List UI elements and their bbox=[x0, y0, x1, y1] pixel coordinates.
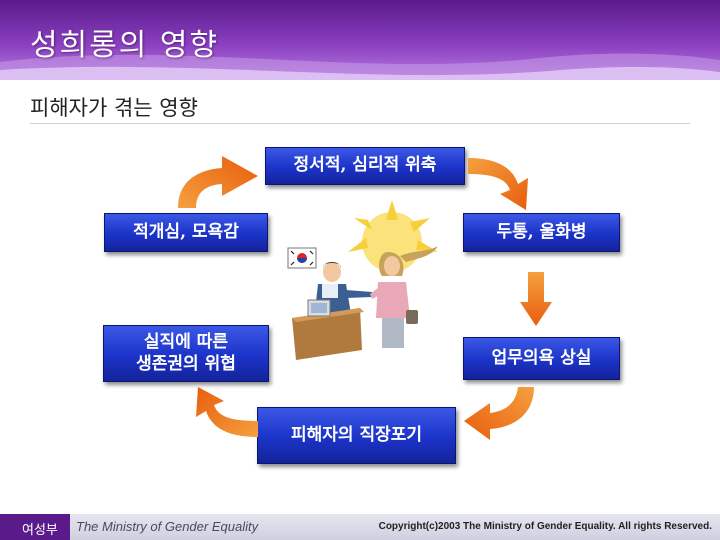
arrow-down-icon bbox=[520, 272, 552, 326]
handshake-illustration bbox=[287, 200, 438, 360]
divider bbox=[30, 123, 690, 124]
desk-icon bbox=[292, 299, 364, 360]
page-subtitle: 피해자가 겪는 영향 bbox=[30, 96, 198, 120]
footer-org-korean: 여성부 bbox=[22, 523, 58, 538]
woman-figure-icon bbox=[370, 246, 438, 348]
footer-bar: 여성부 The Ministry of Gender Equality Copy… bbox=[0, 514, 720, 540]
cycle-box-top: 정서적, 심리적 위축 bbox=[265, 147, 465, 185]
header-band: 성희롱의 영향 bbox=[0, 0, 720, 80]
footer-logo-block bbox=[0, 514, 70, 540]
arrow-up-left-icon bbox=[196, 387, 258, 437]
arrow-down-right-icon bbox=[468, 158, 528, 210]
cycle-box-right: 두통, 울화병 bbox=[463, 213, 620, 252]
footer-org-english: The Ministry of Gender Equality bbox=[76, 519, 259, 534]
footer-copyright: Copyright(c)2003 The Ministry of Gender … bbox=[378, 521, 712, 532]
flag-icon bbox=[287, 247, 317, 269]
cycle-box-left: 적개심, 모욕감 bbox=[104, 213, 268, 252]
arrow-down-left-icon bbox=[464, 387, 534, 440]
cycle-box-bottom-left: 실직에 따른 생존권의 위협 bbox=[103, 325, 269, 382]
header-wave-decoration bbox=[0, 53, 720, 80]
cycle-box-bottom-right: 업무의욕 상실 bbox=[463, 337, 620, 380]
arrow-up-right-icon bbox=[178, 156, 258, 208]
cycle-box-bottom: 피해자의 직장포기 bbox=[257, 407, 456, 464]
page-title: 성희롱의 영향 bbox=[30, 28, 220, 63]
